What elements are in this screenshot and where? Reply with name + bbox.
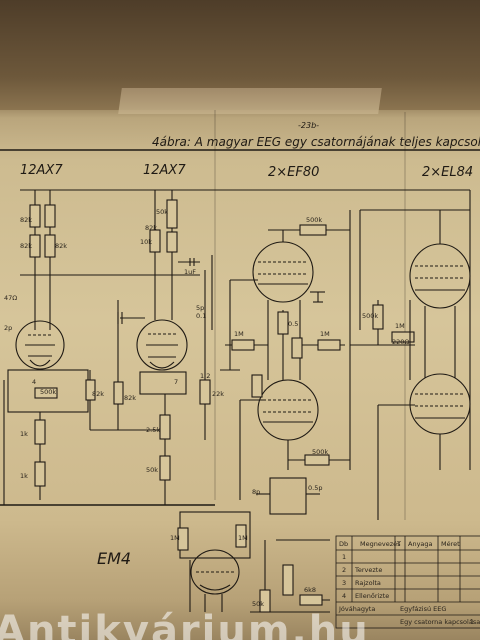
title-block-label: Rajzolta [355,579,381,587]
component-label: 8p [252,488,260,496]
component-label: 0.5 [288,320,298,328]
ef80-network [220,279,345,515]
stage2-resistors [149,190,200,320]
component-label: 82k [20,242,32,250]
component-label: 1uF [184,268,196,276]
el84-network [350,190,471,520]
title-block-label: Ellenőrizte [355,591,389,600]
component-label: 4 [32,378,36,386]
title-block-row: 2 [342,566,346,574]
title-block-row: 1 [342,553,346,561]
em4-label: EM4 [97,549,131,568]
component-label: 500k [306,216,322,224]
component-label: 6k8 [304,586,316,594]
ef80-lower-tube [257,300,350,470]
stage2-network [139,255,213,505]
page-mark: -23b- [298,121,319,130]
component-label: 1M [320,330,330,338]
stage-label-12ax7-a: 12AX7 [20,163,63,178]
title-block-header: T [396,540,401,548]
component-label: 10k [140,238,152,246]
el84-upper-tube [409,210,471,309]
em4-indicator [177,511,330,613]
component-label: 1.2 [200,372,210,380]
component-label: 82k [124,394,136,402]
component-label: 1M [238,534,248,542]
component-label: 2p [4,324,12,332]
component-label: 82k [55,242,67,250]
el84-lower-tube [409,306,471,470]
title-block-row: 3 [342,579,346,587]
component-label: 50k [156,208,168,216]
title-block-number: 1 [470,618,474,626]
ef80-upper-tube [252,210,351,470]
component-label: 0.1 [196,312,206,320]
component-label: 50k [252,600,264,608]
component-label: 500k [362,312,378,320]
stage-label-ef80: 2×EF80 [268,165,319,180]
component-label: 1k [20,472,28,480]
title-block-label: Tervezte [354,566,382,574]
component-label: 1k [20,430,28,438]
title-block-subtitle: Egy csatorna kapcsolása [400,618,480,626]
component-label: 500k [312,448,328,456]
component-label: 7 [174,378,178,386]
title-block-row: 4 [342,592,346,600]
title-block-name: Egyfázisú EEG [400,605,446,613]
stage2-tube [117,312,188,371]
title-block-frame [335,535,480,629]
component-label: 220Ω [392,338,409,346]
title-block-header: Megnevezés [360,540,401,548]
component-label: 82k [20,216,32,224]
stage-label-el84: 2×EL84 [422,165,473,180]
component-label: 2.5k [146,426,160,434]
component-label: 500k [40,388,56,396]
title-block-header: Anyaga [408,540,433,548]
component-label: 1M [395,322,405,330]
stage-label-12ax7-b: 12AX7 [143,163,186,178]
component-label: 5p [196,304,204,312]
component-label: 0.5p [308,484,322,492]
title-block-header: Méret [441,540,460,548]
watermark: Antikvárium.hu [0,608,370,640]
title-block-header: Db [339,540,348,548]
component-label: 82k [92,390,104,398]
component-label: 82k [145,224,157,232]
title-block: Db Megnevezés T Anyaga Méret 1 2 3 4 Ter… [338,540,480,626]
title-block-label: Jóváhagyta [338,605,375,613]
component-label: 22k [212,390,224,398]
component-label: 1M [234,330,244,338]
component-label: 1M [170,534,180,542]
stage1-resistors [20,190,200,330]
figure-caption: 4ábra: A magyar EEG egy csatornájának te… [152,135,480,149]
stage1-tube [15,320,65,370]
stage1-network [3,300,170,505]
component-label: 47Ω [4,294,17,302]
component-label: 50k [146,466,158,474]
component-labels: 82k 82k 82k 50k 10k 1uF 500k 0.1 1M 1M 5… [4,208,409,608]
